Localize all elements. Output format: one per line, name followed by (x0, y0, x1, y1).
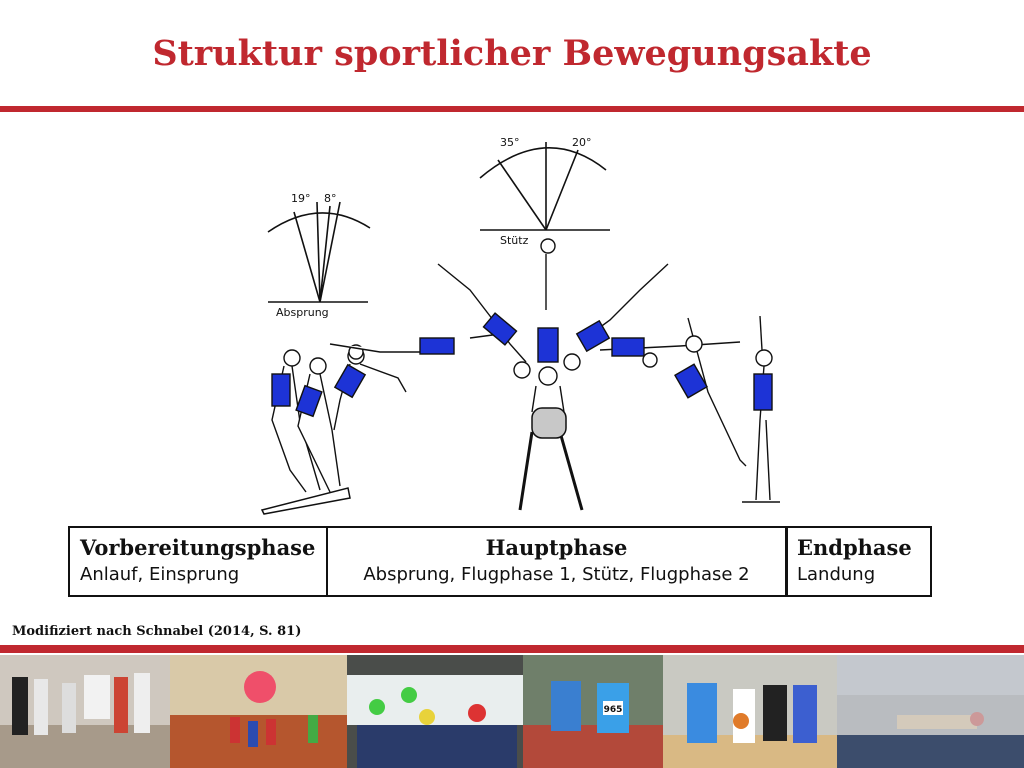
takeoff-angle-left: 19° (291, 192, 311, 205)
gymnast-figure-8 (599, 337, 741, 368)
footer-divider (0, 645, 1024, 653)
phase-table: Vorbereitungsphase Anlauf, Einsprung Hau… (68, 526, 932, 597)
phase-end-detail: Landung (797, 564, 876, 585)
photo-mat-exercise (837, 655, 1024, 768)
phase-end: Endphase Landung (785, 526, 932, 597)
photo-students-hall (0, 655, 170, 768)
support-arc (479, 147, 607, 179)
photo-ball-game-gym (170, 655, 347, 768)
page-title: Struktur sportlicher Bewegungsakte (152, 33, 872, 74)
gymnast-figure-9 (674, 317, 747, 467)
photo-running-race: 965 (523, 655, 663, 768)
gymnast-figure-4 (329, 333, 501, 360)
photo-basketball (663, 655, 837, 768)
gymnast-figure-7 (563, 263, 669, 371)
photo-rafting (347, 655, 523, 768)
support-angle-right: 20° (572, 136, 592, 149)
phase-main-detail: Absprung, Flugphase 1, Stütz, Flugphase … (363, 564, 750, 585)
source-citation: Modifiziert nach Schnabel (2014, S. 81) (12, 624, 302, 639)
phase-end-name: Endphase (797, 535, 912, 560)
gymnast-figure-5 (437, 263, 531, 379)
takeoff-label: Absprung (276, 306, 329, 319)
phase-main-name: Hauptphase (485, 535, 628, 560)
support-label: Stütz (500, 234, 529, 247)
phase-preparation-detail: Anlauf, Einsprung (80, 564, 240, 585)
gymnast-figure-2 (295, 357, 341, 493)
takeoff-arc (267, 212, 371, 233)
phase-preparation-name: Vorbereitungsphase (80, 535, 316, 560)
title-divider (0, 106, 1024, 112)
phase-main: Hauptphase Absprung, Flugphase 1, Stütz,… (325, 526, 788, 597)
gymnast-figure-6 (531, 238, 565, 413)
gymnast-figure-10 (753, 315, 773, 501)
gymnast-figure-3 (333, 347, 407, 431)
photo-strip: 965 (0, 655, 1024, 768)
race-bib-number: 965 (604, 705, 623, 715)
phase-preparation: Vorbereitungsphase Anlauf, Einsprung (68, 526, 328, 597)
vault-diagram: Absprung 19° 8° Stütz 35° 20° (260, 136, 780, 515)
vault-sequence-illustration: Absprung 19° 8° Stütz 35° 20° (180, 130, 820, 520)
vaulting-horse (531, 407, 567, 439)
springboard (260, 487, 351, 515)
takeoff-angle-right: 8° (324, 192, 337, 205)
support-angle-left: 35° (500, 136, 520, 149)
